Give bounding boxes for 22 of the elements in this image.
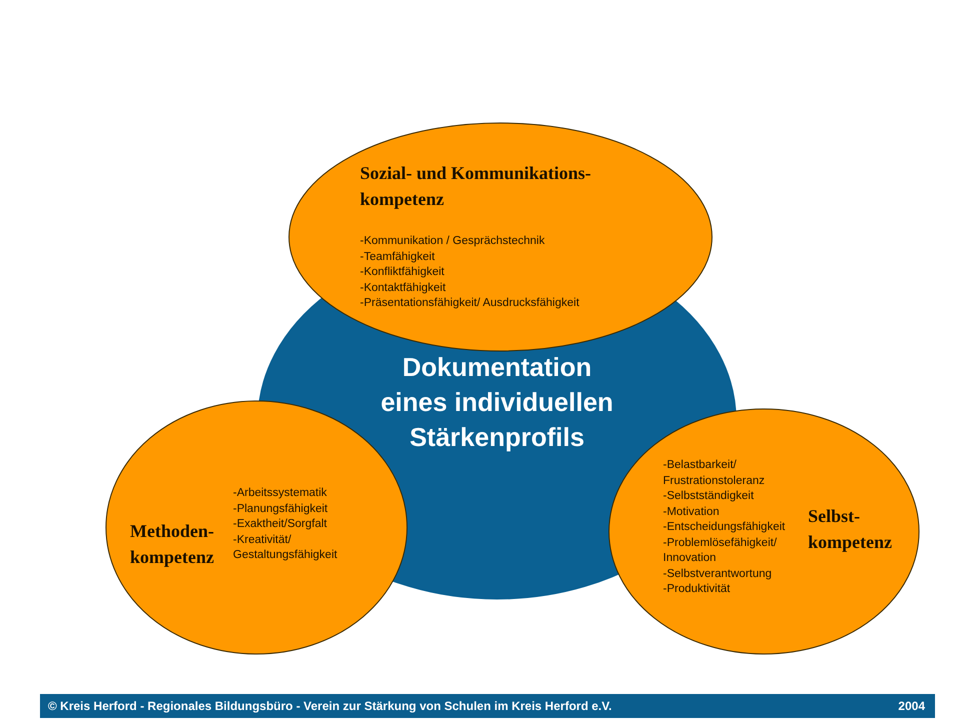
competence-heading: Sozial- und Kommunikations- kompetenz [360,162,592,211]
competence-heading: Selbst- kompetenz [808,505,893,554]
list-item: -Motivation [663,504,720,520]
list-item: -Präsentationsfähigkeit/ Ausdrucksfähigkeit [360,296,580,311]
list-item: -Kommunikation / Gesprächstechnik [360,234,546,249]
year-text: 2004 [898,699,925,713]
list-item: -Konfliktfähigkeit [360,265,446,280]
list-item: -Planungsfähigkeit [233,502,329,516]
center-title: Dokumentation eines individuellen Stärkenprofils [380,351,614,454]
list-item: -Kreativität/ Gestaltungsfähigkeit [233,532,338,563]
list-item: -Produktivität [663,582,732,597]
competence-heading: Methoden- kompetenz [130,520,215,569]
list-item: -Exaktheit/Sorgfalt [233,517,328,532]
list-item: -Problemlösefähigkeit/ Innovation [663,536,778,566]
list-item: -Arbeitssystematik [233,486,328,501]
list-item: -Kontaktfähigkeit [360,280,447,296]
list-item: -Belastbarkeit/ Frustrationstoleranz [663,458,766,488]
footer-text: © Kreis Herford - Regionales Bildungsbüro - Verein zur Stärkung von Schulen im Kreis Herford e.V. [48,699,612,713]
list-item: -Selbstständigkeit [663,489,755,504]
list-item: -Entscheidungsfähigkeit [663,520,786,535]
list-item: -Teamfähigkeit [360,250,436,264]
list-item: -Selbstverantwortung [663,566,773,582]
